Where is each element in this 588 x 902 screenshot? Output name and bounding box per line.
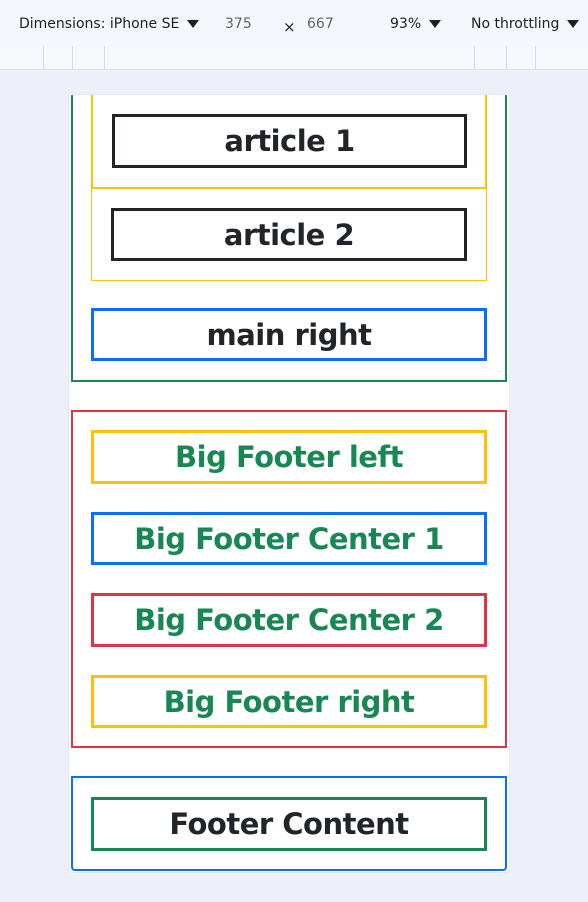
big-footer-right-box: Big Footer right [91, 675, 487, 728]
throttling-label: No throttling [471, 16, 560, 32]
zoom-label: 93% [390, 16, 422, 32]
media-query-ruler[interactable] [0, 46, 588, 70]
big-footer-left-box: Big Footer left [91, 430, 487, 484]
throttling-dropdown[interactable]: No throttling [471, 16, 580, 32]
ruler-divider [535, 46, 536, 70]
device-viewport: article 1 article 2 main right Big Foote… [69, 95, 509, 872]
device-dropdown[interactable]: Dimensions: iPhone SE [19, 16, 200, 32]
main-right-box: main right [91, 308, 487, 361]
ruler-divider [72, 46, 73, 70]
ruler-divider [43, 46, 44, 70]
article-1-box: article 1 [112, 114, 467, 168]
devtools-device-toolbar: Dimensions: iPhone SE 375 × 667 93% No t… [0, 0, 588, 50]
height-input[interactable]: 667 [307, 16, 334, 32]
big-footer-section [71, 410, 507, 748]
main-section [71, 95, 507, 382]
big-footer-center-2-box: Big Footer Center 2 [91, 593, 487, 647]
ruler-divider [506, 46, 507, 70]
big-footer-center-1-box: Big Footer Center 1 [91, 512, 487, 565]
chevron-down-icon [187, 20, 200, 28]
ruler-divider [104, 46, 105, 70]
device-label: Dimensions: iPhone SE [19, 16, 180, 32]
chevron-down-icon [429, 20, 442, 28]
article-2-box: article 2 [111, 208, 467, 261]
ruler-divider [474, 46, 475, 70]
footer-section [71, 776, 507, 871]
dimension-separator: × [283, 18, 296, 36]
width-input[interactable]: 375 [225, 16, 252, 32]
footer-content-box: Footer Content [91, 797, 487, 851]
chevron-down-icon [567, 20, 580, 28]
article-2-wrapper [91, 188, 487, 281]
zoom-dropdown[interactable]: 93% [390, 16, 442, 32]
